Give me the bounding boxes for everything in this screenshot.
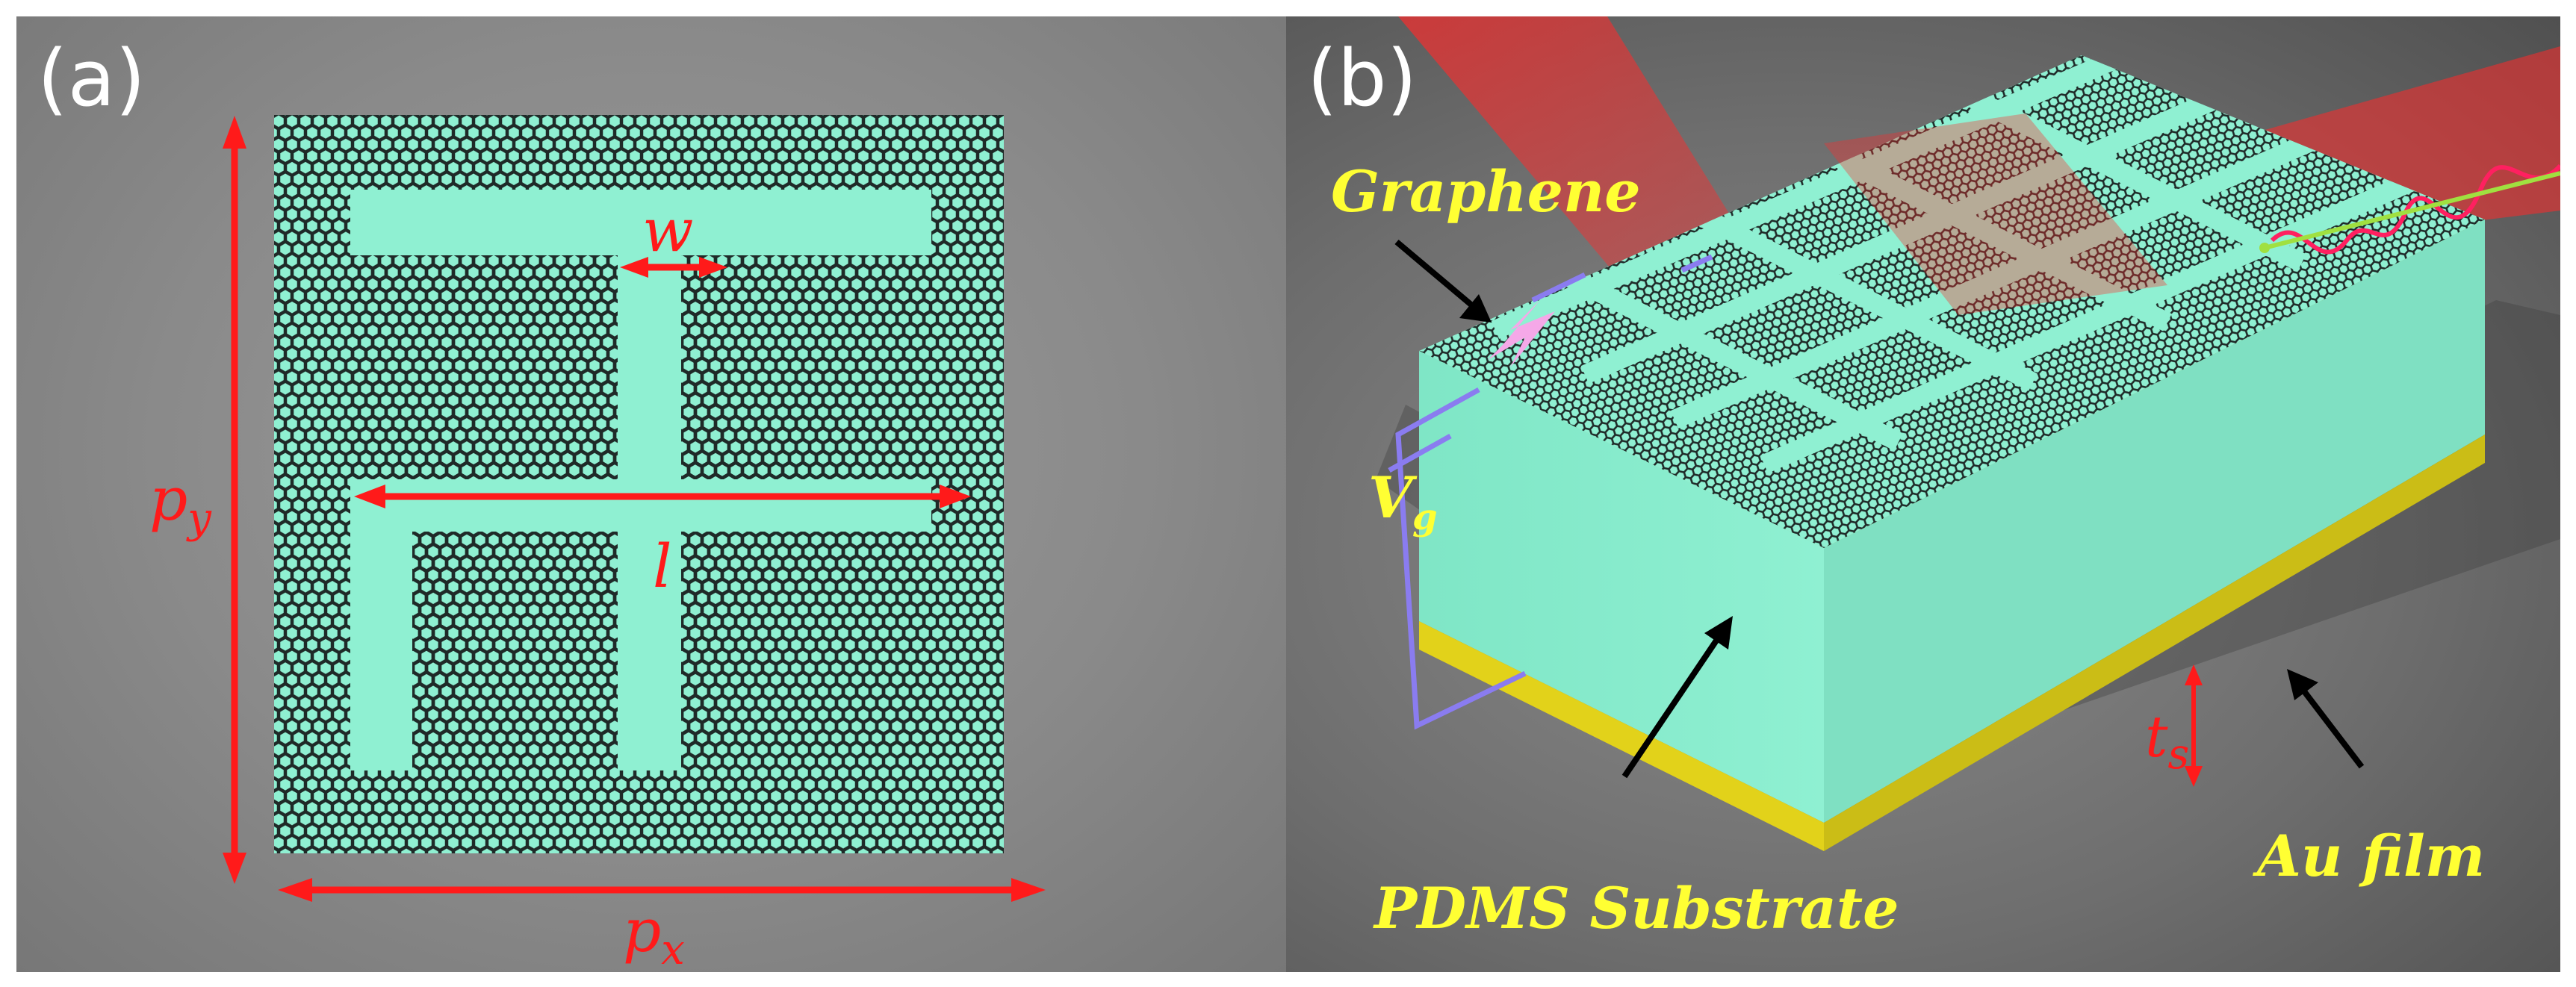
graphene-quadrant-bottom-left [412, 532, 618, 770]
pdms-right-face [1824, 219, 2485, 823]
incident-beam [1398, 16, 1764, 300]
em-wave [2270, 164, 2560, 255]
device-3d-view [1376, 16, 2560, 851]
dimension-arrows [223, 116, 1046, 902]
panel-a-label: (a) [37, 33, 146, 124]
gate-voltage-label: Vg [1368, 464, 1438, 539]
pdms-substrate-label: PDMS Substrate [1374, 875, 1899, 941]
graphene-quadrant-top-left [350, 255, 618, 479]
width-label: w [642, 196, 694, 265]
period-y-label: py [149, 464, 211, 543]
bias-circuit [1388, 254, 1713, 730]
graphene-quadrant-top-right [681, 255, 931, 479]
length-label: l [653, 532, 672, 601]
au-film-label: Au film [2257, 823, 2486, 889]
panel-a: (a) w l py px [16, 16, 1286, 972]
voltage-source-icon [1488, 300, 1555, 367]
graphene-label: Graphene [1331, 158, 1641, 225]
thickness-label: ts [2145, 703, 2190, 779]
pdms-front-face [1419, 351, 1824, 823]
thickness-arrow [2185, 664, 2203, 787]
panel-b: (b) Graphene Vg ts PDMS Substrate Au fil… [1286, 16, 2560, 972]
panel-b-label: (b) [1307, 33, 1418, 124]
unit-cell-top-view [223, 115, 1046, 902]
pointer-arrows [1394, 239, 2365, 779]
period-x-label: px [623, 896, 685, 972]
graphene-array [1419, 55, 2485, 548]
graphene-quadrant-bottom-right [681, 532, 931, 748]
